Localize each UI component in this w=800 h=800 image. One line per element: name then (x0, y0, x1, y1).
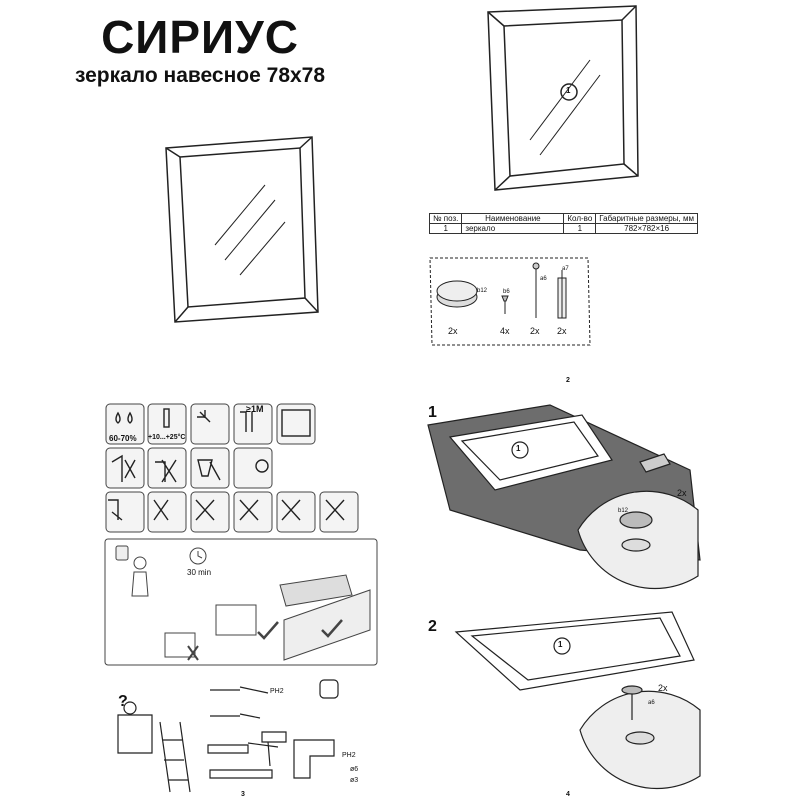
step-1-illustration (427, 404, 701, 590)
temperature-label: +10...+25°C (148, 434, 186, 441)
table-row: 1 зеркало 1 782×782×16 (428, 223, 698, 234)
step-part-code: b12 (618, 508, 629, 514)
page-subtitle: зеркало навесное 78х78 (74, 64, 326, 87)
page-number: 2 (566, 377, 570, 384)
care-icons-grid (105, 403, 359, 533)
hardware-code: b12 (477, 288, 488, 294)
drill-size-label: ø6 (350, 766, 359, 773)
hardware-qty: 2x (448, 326, 458, 336)
page-number: 3 (241, 791, 245, 798)
hardware-code: a7 (562, 266, 569, 272)
screwdriver-label: PH2 (270, 688, 284, 695)
step-number: 2 (428, 618, 437, 635)
humidity-label: 60-70% (109, 434, 137, 443)
tools-illustration (117, 679, 339, 793)
hardware-qty: 4x (500, 326, 510, 336)
hardware-code: a6 (540, 276, 547, 282)
cover-mirror-illustration (165, 136, 319, 323)
help-icon: ? (118, 693, 128, 710)
column-header: Габаритные размеры, мм (595, 213, 698, 224)
column-header: Кол-во (563, 213, 597, 224)
drill-size-label: ø3 (350, 777, 359, 784)
part-mirror-illustration (487, 5, 639, 191)
preparation-panel (104, 538, 378, 666)
distance-label: ≥1M (246, 404, 264, 414)
step-2-illustration (454, 611, 701, 790)
hardware-qty: 2x (557, 326, 567, 336)
hardware-qty: 2x (530, 326, 540, 336)
step-qty: 2x (658, 683, 668, 693)
column-header: Наименование (461, 213, 565, 224)
table-cell: 1 (428, 223, 463, 234)
part-number-label: 1 (558, 640, 563, 649)
table-header-row: № поз. Наименование Кол-во Габаритные ра… (428, 213, 698, 224)
hardware-box (429, 257, 591, 346)
hardware-code: b6 (503, 289, 510, 295)
drill-bit-label: PH2 (342, 752, 356, 759)
parts-table: № поз. Наименование Кол-во Габаритные ра… (428, 213, 698, 234)
step-number: 1 (428, 404, 437, 421)
table-cell: зеркало (461, 223, 565, 234)
drying-time-label: 30 min (187, 568, 212, 577)
part-number-label: 1 (516, 444, 521, 453)
table-cell: 782×782×16 (595, 223, 698, 234)
page-title: СИРИУС (101, 11, 299, 63)
step-qty: 2x (677, 488, 687, 498)
table-cell: 1 (563, 223, 597, 234)
step-part-code: a6 (648, 700, 655, 706)
care-icon-marks (108, 408, 345, 521)
part-number-label: 1 (566, 86, 571, 95)
page-number: 4 (566, 791, 570, 798)
column-header: № поз. (428, 213, 463, 224)
